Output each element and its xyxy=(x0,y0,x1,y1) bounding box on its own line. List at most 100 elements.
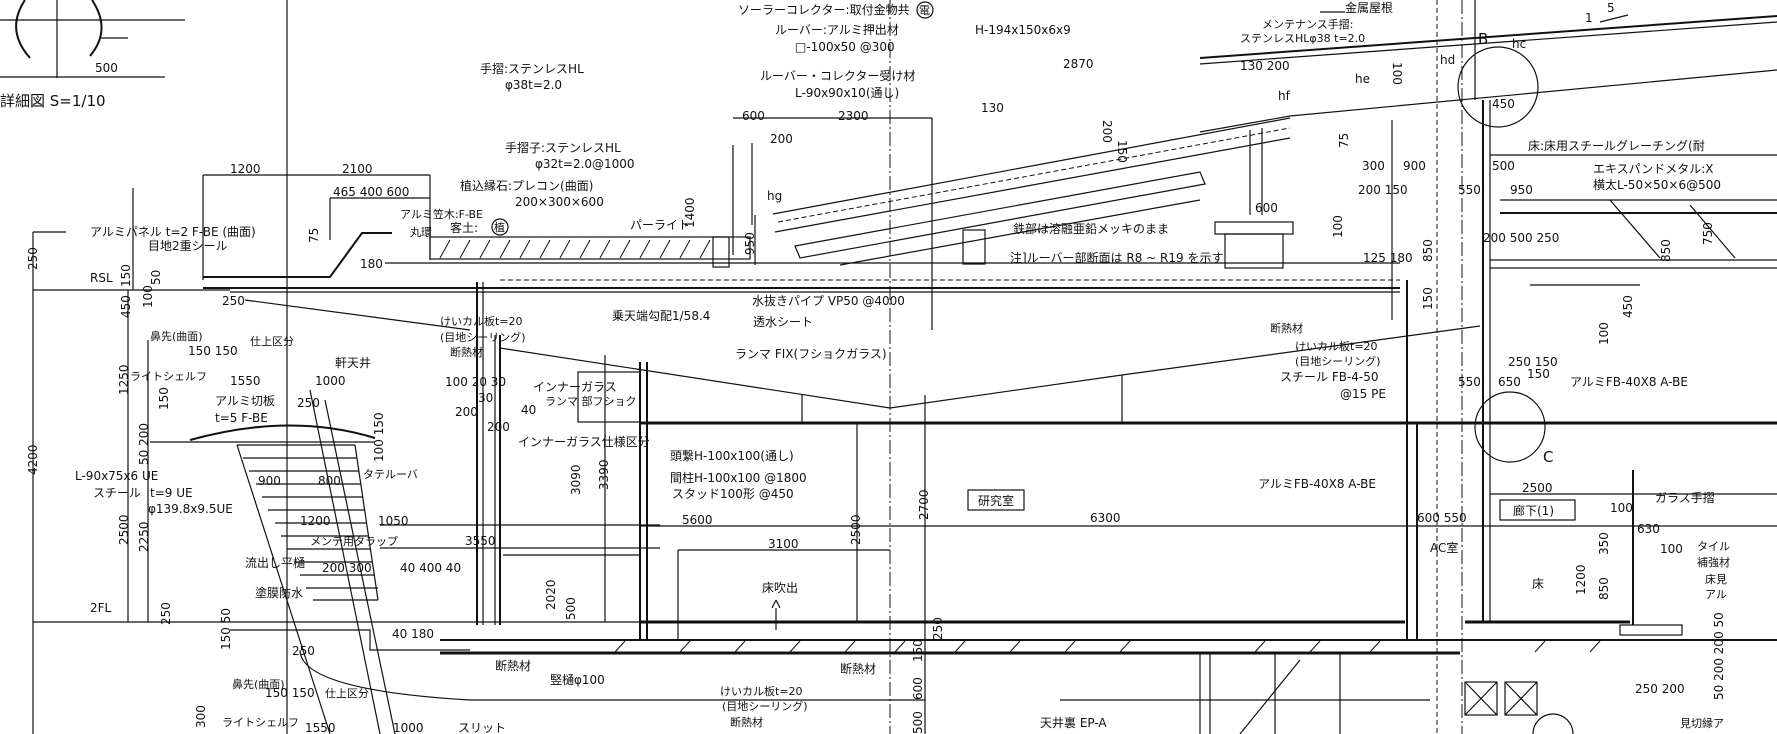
note-pipe: φ139.8x9.5UE xyxy=(148,502,233,516)
note-expanded-metal: エキスパンドメタル:X xyxy=(1593,162,1714,176)
note-coping: アルミ笠木:F-BE xyxy=(400,207,483,221)
dim: 1050 xyxy=(378,514,409,528)
note-waterproof: 塗膜防水 xyxy=(255,585,303,600)
note-stud: スタッド100形 @450 xyxy=(672,487,794,501)
dim: 30 xyxy=(478,391,493,405)
dim: 100 xyxy=(1610,501,1633,515)
dim: 450 xyxy=(119,295,133,318)
note-louver-receiver: ルーバー・コレクター受け材 xyxy=(760,69,915,83)
dim: 550 xyxy=(1458,183,1481,197)
dim: 3550 xyxy=(465,534,496,548)
note-curb: 植込縁石:プレコン(曲面) xyxy=(460,178,593,193)
dim: 600 xyxy=(911,677,925,700)
note-alu-panel: アルミパネル t=2 F-BE (曲面) xyxy=(90,225,256,239)
note-maint-handrail: メンテナンス手摺: xyxy=(1262,17,1354,31)
dimensions: 500 1200 2100 465 400 600 75 180 250 150… xyxy=(26,57,1726,734)
dim: 1400 xyxy=(683,197,697,228)
dim: 200 xyxy=(770,132,793,146)
dim: 1550 xyxy=(230,374,261,388)
slope-rise: 1 xyxy=(1585,11,1593,25)
note-steel-fb-pitch: @15 PE xyxy=(1340,387,1386,401)
dim: 250 xyxy=(222,294,245,308)
note-downpipe: 竪樋φ100 xyxy=(550,672,605,687)
detail-mark-b: B xyxy=(1478,30,1488,48)
dim: 850 xyxy=(1421,239,1435,262)
note-insulation: 断熱材 xyxy=(450,345,483,359)
level-2fl: 2FL xyxy=(90,601,112,615)
note-insulation-4: 断熱材 xyxy=(730,715,763,729)
note-permeable-sheet: 透水シート xyxy=(753,315,813,329)
dim: 500 xyxy=(564,597,578,620)
dim: 150 150 xyxy=(265,686,315,700)
note-joint-seal: 目地2重シール xyxy=(148,239,228,253)
annotations: 詳細図 S=1/10 ソーラーコレクター:取付金物共 電 ルーバー:アルミ押出材… xyxy=(0,0,1730,734)
slope-run: 5 xyxy=(1607,1,1615,15)
note-slit: スリット xyxy=(458,721,506,734)
note-gutter: 流出し平樋 xyxy=(245,555,305,570)
collector-support xyxy=(962,128,1294,269)
note-calcium-board: けいカル板t=20 xyxy=(440,314,523,328)
note-alu-fb-upper: アルミFB-40X8 A-BE xyxy=(1570,375,1688,389)
note-glass-handrail: ガラス手摺 xyxy=(1655,490,1715,505)
note-louver-sections: 注]ルーバー部断面は R8 ~ R19 を示す xyxy=(1010,250,1223,265)
dim: 150 xyxy=(1115,140,1129,163)
dim: 130 200 xyxy=(1240,59,1290,73)
detail-mark-c: C xyxy=(1543,448,1553,466)
dim: 50 200 200 50 xyxy=(1712,612,1726,700)
note-insulation-2: 断熱材 xyxy=(1270,321,1303,335)
note-steel-fb: スチール FB-4-50 xyxy=(1280,370,1379,384)
note-joist: 横太L-50×50×6@500 xyxy=(1593,177,1721,192)
dim: 250 xyxy=(297,396,320,410)
dim: 2250 xyxy=(137,521,151,552)
note-baluster-size: φ32t=2.0@1000 xyxy=(535,157,635,171)
note-maint-handrail-size: ステンレスHLφ38 t=2.0 xyxy=(1240,32,1365,45)
note-light-shelf-2: ライトシェルフ xyxy=(222,716,299,729)
dim: 100 xyxy=(1597,322,1611,345)
dim: 900 xyxy=(1403,159,1426,173)
dim: 5600 xyxy=(682,513,713,527)
dim: 300 xyxy=(1362,159,1385,173)
height-mark-he: he xyxy=(1355,72,1370,86)
dim: 100 xyxy=(141,285,155,308)
dim: 4200 xyxy=(26,444,40,475)
dim: 1200 xyxy=(230,162,261,176)
dim: 800 xyxy=(318,474,341,488)
dim: 6300 xyxy=(1090,511,1121,525)
note-alu-plate: アルミ切板 xyxy=(215,394,275,408)
note-alu-fb-lower: アルミFB-40X8 A-BE xyxy=(1258,477,1376,491)
note-soil: 客土: xyxy=(450,220,478,235)
note-stud-column: 間柱H-100x100 @1800 xyxy=(670,470,807,485)
dim: 150 xyxy=(1527,367,1550,381)
dim: 1200 xyxy=(1574,564,1588,595)
planter-soil xyxy=(429,236,751,260)
dim: 550 xyxy=(1458,375,1481,389)
dim: 300 xyxy=(194,705,208,728)
note-metal-roof: 金属屋根 xyxy=(1345,0,1393,15)
note-handrail-size: φ38t=2.0 xyxy=(505,78,562,92)
dim: 500 xyxy=(1492,159,1515,173)
dim: 2700 xyxy=(917,489,931,520)
dim: 600 xyxy=(742,109,765,123)
dim: 200 150 xyxy=(1358,183,1408,197)
dim: 150 xyxy=(911,639,925,662)
ranma-glass-line xyxy=(499,325,1481,409)
detail-circle-b xyxy=(1457,46,1539,128)
dim: 200 xyxy=(1100,120,1114,143)
dim: 3090 xyxy=(569,464,583,495)
drawing-title: 詳細図 S=1/10 xyxy=(0,92,106,110)
dim: 150 xyxy=(157,387,171,410)
note-galvanized: 鉄部は溶融亜鉛メッキのまま xyxy=(1013,221,1169,236)
note-angle: L-90x75x6 UE xyxy=(75,469,158,483)
dim: 50 200 xyxy=(137,423,151,465)
height-mark-hc: hc xyxy=(1512,37,1526,51)
height-mark-hd: hd xyxy=(1440,53,1455,67)
height-mark-hg: hg xyxy=(767,189,782,203)
dim: 250 xyxy=(159,602,173,625)
dim: 2500 xyxy=(1522,481,1553,495)
dim: 950 xyxy=(743,232,757,255)
dim: 1200 xyxy=(300,514,331,528)
note-calcium-board-3: けいカル板t=20 xyxy=(720,684,803,698)
dim: 200 xyxy=(455,405,478,419)
dim: 250 150 xyxy=(1508,355,1558,369)
